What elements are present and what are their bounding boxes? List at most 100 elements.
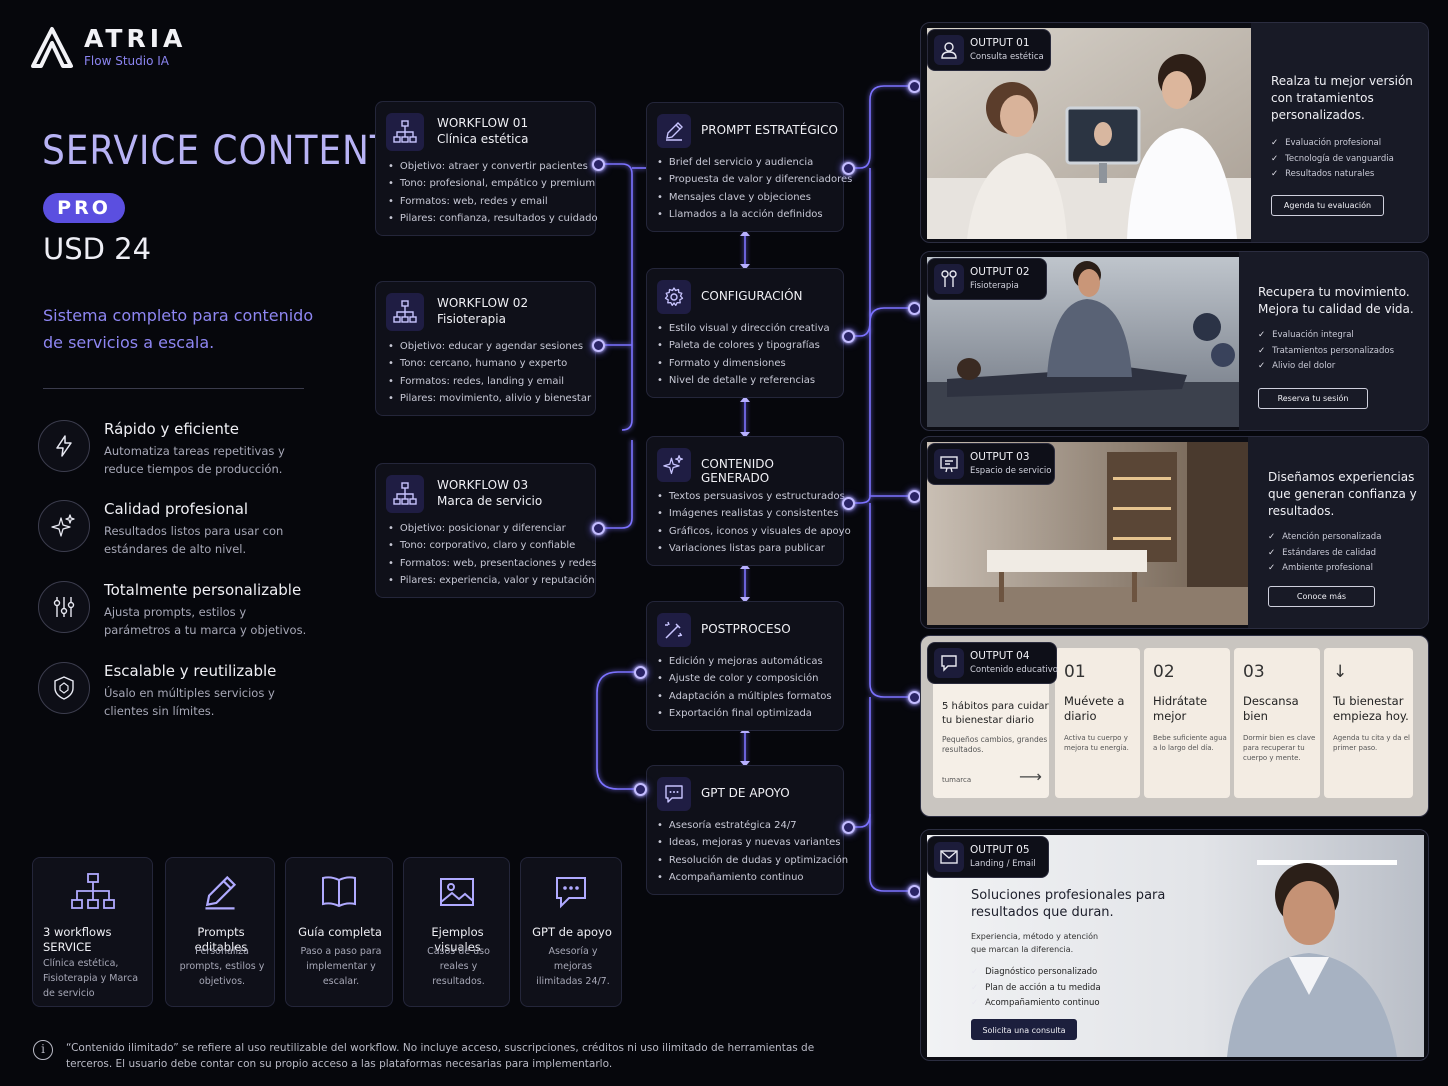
presentation-icon <box>934 449 964 479</box>
output-tag: OUTPUT 03 Espacio de servicio <box>927 443 1055 485</box>
output-tag: OUTPUT 05 Landing / Email <box>927 836 1049 878</box>
step-generated-card[interactable]: CONTENIDO GENERADO Textos persuasivos y … <box>646 436 851 566</box>
include-desc: Personaliza prompts, estilos y objetivos… <box>179 946 265 987</box>
atria-logo-icon <box>31 27 73 68</box>
workflow-card-02[interactable]: WORKFLOW 02 Fisioterapia Objetivo: educa… <box>375 281 596 416</box>
include-guide: Guía completa Paso a paso para implement… <box>285 857 393 1007</box>
service-space-photo <box>927 442 1249 625</box>
step-gpt-card[interactable]: GPT DE APOYO Asesoría estratégica 24/7 I… <box>646 765 848 895</box>
check-item: Acompañamiento continuo <box>971 996 1101 1012</box>
edu-intro-desc: Pequeños cambios, grandes resultados. <box>942 735 1048 754</box>
output-headline: Soluciones profesionales para resultados… <box>971 888 1166 920</box>
include-desc: Casos de uso reales y resultados. <box>427 946 490 987</box>
list-item: Mensajes clave y objeciones <box>657 189 852 206</box>
check-item: Alivio del dolor <box>1258 359 1394 375</box>
output-tag: OUTPUT 02 Fisioterapia <box>927 258 1047 300</box>
edu-num: 03 <box>1243 662 1265 682</box>
cta-button[interactable]: Reserva tu sesión <box>1258 388 1368 409</box>
output-sub: Consulta estética <box>970 52 1044 62</box>
include-desc: Paso a paso para implementar y escalar. <box>300 946 382 987</box>
include-title: GPT de apoyo <box>532 925 612 939</box>
list-item: Brief del servicio y audiencia <box>657 154 852 171</box>
edu-desc: Dormir bien es clave para recuperar tu c… <box>1243 734 1316 762</box>
output-card-02[interactable]: OUTPUT 02 Fisioterapia Recupera tu movim… <box>920 251 1429 431</box>
arrow-right-icon: ⟶ <box>1019 767 1042 786</box>
include-desc: Asesoría y mejoras ilimitadas 24/7. <box>536 946 610 987</box>
list-item: Tono: profesional, empático y premium <box>388 175 598 192</box>
step-title: GPT DE APOYO <box>701 786 790 800</box>
feature-title: Totalmente personalizable <box>104 581 302 599</box>
image-icon <box>404 872 509 916</box>
sparkles-icon <box>38 500 90 552</box>
output-sub: Fisioterapia <box>970 281 1019 291</box>
list-item: Gráficos, iconos y visuales de apoyo <box>657 523 851 540</box>
workflow-name: Marca de servicio <box>437 494 543 508</box>
workflow-label: WORKFLOW 03 <box>437 478 529 492</box>
output-desc: Experiencia, método y atención que marca… <box>971 932 1099 954</box>
check-item: Tecnología de vanguardia <box>1271 152 1394 168</box>
connector-node <box>592 522 605 535</box>
feature-desc: Resultados listos para usar con estándar… <box>104 524 284 556</box>
edu-title: Tu bienestar empieza hoy. <box>1333 694 1409 723</box>
cta-button[interactable]: Solicita una consulta <box>971 1019 1077 1040</box>
step-postprocess-card[interactable]: POSTPROCESO Edición y mejoras automática… <box>646 601 844 731</box>
output-headline: Recupera tu movimiento. Mejora tu calida… <box>1258 285 1414 316</box>
feature-scalable: Escalable y reutilizable Úsalo en múltip… <box>38 662 338 732</box>
divider <box>43 388 304 389</box>
step-config-card[interactable]: CONFIGURACIÓN Estilo visual y dirección … <box>646 268 844 398</box>
edu-desc: Activa tu cuerpo y mejora tu energía. <box>1064 734 1129 752</box>
include-title: 3 workflows SERVICE <box>43 925 112 954</box>
workflow-items: Objetivo: atraer y convertir pacientes T… <box>388 158 598 227</box>
workflow-card-03[interactable]: WORKFLOW 03 Marca de servicio Objetivo: … <box>375 463 596 598</box>
cta-button[interactable]: Agenda tu evaluación <box>1271 195 1384 216</box>
list-item: Adaptación a múltiples formatos <box>657 688 832 705</box>
book-icon <box>286 872 392 916</box>
check-item: Diagnóstico personalizado <box>971 965 1101 981</box>
output-card-04[interactable]: 5 hábitos para cuidar tu bienestar diari… <box>920 635 1429 817</box>
check-item: Ambiente profesional <box>1268 561 1381 577</box>
output-card-01[interactable]: OUTPUT 01 Consulta estética Realza tu me… <box>920 22 1429 243</box>
list-item: Objetivo: educar y agendar sesiones <box>388 338 591 355</box>
shield-icon <box>38 662 90 714</box>
step-items: Textos persuasivos y estructurados Imáge… <box>657 488 851 557</box>
edu-num: ↓ <box>1333 662 1348 682</box>
check-item: Resultados naturales <box>1271 167 1394 183</box>
step-prompt-card[interactable]: PROMPT ESTRATÉGICO Brief del servicio y … <box>646 102 852 232</box>
output-card-03[interactable]: OUTPUT 03 Espacio de servicio Diseñamos … <box>920 436 1429 629</box>
connector-node <box>634 783 647 796</box>
output-label: OUTPUT 03 <box>970 451 1030 463</box>
output-headline: Diseñamos experiencias que generan confi… <box>1268 470 1417 518</box>
chat-icon <box>657 777 691 811</box>
disclaimer: “Contenido ilimitado” se refiere al uso … <box>66 1042 815 1070</box>
output-label: OUTPUT 04 <box>970 650 1030 662</box>
edu-title: Muévete a diario <box>1064 694 1125 723</box>
brand-name: ATRIA <box>84 24 187 53</box>
list-item: Tono: cercano, humano y experto <box>388 355 591 372</box>
check-item: Evaluación profesional <box>1271 136 1394 152</box>
edu-intro-title: 5 hábitos para cuidar tu bienestar diari… <box>942 701 1049 726</box>
info-icon: i <box>33 1040 53 1060</box>
list-item: Tono: corporativo, claro y confiable <box>388 537 596 554</box>
check-item: Evaluación integral <box>1258 328 1394 344</box>
check-item: Tratamientos personalizados <box>1258 344 1394 360</box>
workflow-name: Clínica estética <box>437 132 529 146</box>
output-sub: Contenido educativo <box>970 665 1058 675</box>
list-item: Ideas, mejoras y nuevas variantes <box>657 834 848 851</box>
chat-icon <box>934 648 964 678</box>
feature-fast: Rápido y eficiente Automatiza tareas rep… <box>38 420 338 490</box>
include-examples: Ejemplos visuales Casos de uso reales y … <box>403 857 510 1007</box>
output-sub: Espacio de servicio <box>970 466 1052 476</box>
list-item: Variaciones listas para publicar <box>657 540 851 557</box>
chat-icon <box>521 872 621 916</box>
check-item: Atención personalizada <box>1268 530 1381 546</box>
output-card-05[interactable]: OUTPUT 05 Landing / Email Soluciones pro… <box>920 829 1429 1061</box>
list-item: Ajuste de color y composición <box>657 670 832 687</box>
output-label: OUTPUT 02 <box>970 266 1030 278</box>
include-title: Ejemplos visuales <box>431 925 484 954</box>
workflow-card-01[interactable]: WORKFLOW 01 Clínica estética Objetivo: a… <box>375 101 598 236</box>
edu-desc: Agenda tu cita y da el primer paso. <box>1333 734 1410 752</box>
check-item: Estándares de calidad <box>1268 546 1381 562</box>
include-title: Guía completa <box>298 925 382 939</box>
list-item: Objetivo: atraer y convertir pacientes <box>388 158 598 175</box>
cta-button[interactable]: Conoce más <box>1268 586 1375 607</box>
